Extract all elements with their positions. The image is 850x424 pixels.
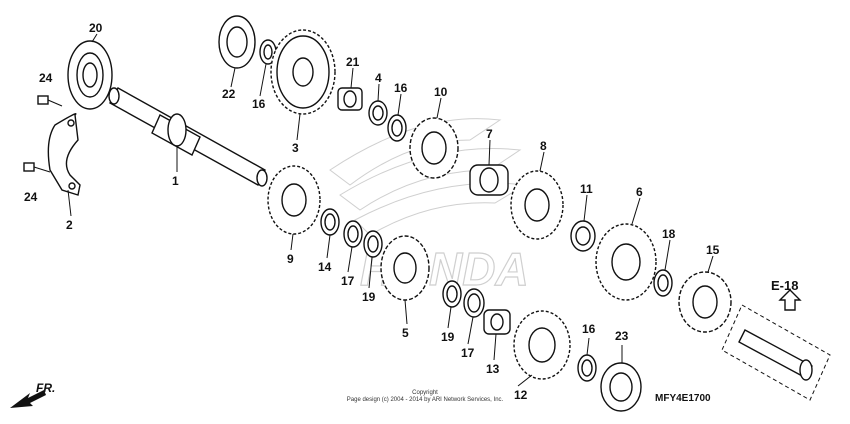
callout-17-lower[interactable]: 17 (461, 346, 475, 360)
leader-lines (67, 33, 714, 387)
callout-14[interactable]: 14 (318, 260, 332, 274)
collar-4[interactable] (368, 100, 388, 126)
bearing-22[interactable] (218, 15, 256, 69)
callout-12[interactable]: 12 (514, 388, 528, 402)
callout-1[interactable]: 1 (172, 174, 179, 188)
up-arrow-icon (778, 289, 802, 311)
bolt-24-upper[interactable] (37, 95, 63, 107)
front-direction-arrow (10, 390, 46, 408)
callout-16-mid[interactable]: 16 (394, 81, 408, 95)
callout-2[interactable]: 2 (66, 218, 73, 232)
callout-10[interactable]: 10 (434, 85, 448, 99)
callout-19-upper[interactable]: 19 (362, 290, 376, 304)
reference-e18[interactable]: E-18 (771, 278, 798, 293)
washer-19-lower[interactable] (442, 280, 462, 308)
bearing-21[interactable] (337, 87, 363, 111)
washer-16-mid[interactable] (387, 114, 407, 142)
bearing-20[interactable] (67, 40, 113, 110)
callout-23[interactable]: 23 (615, 329, 629, 343)
callout-20[interactable]: 20 (89, 21, 103, 35)
callout-labels: 20 22 16 3 21 4 16 10 7 8 11 6 18 15 24 … (24, 21, 720, 402)
gear-6[interactable] (595, 223, 657, 301)
gear-15[interactable] (678, 271, 732, 333)
callout-8[interactable]: 8 (540, 139, 547, 153)
bearing-7[interactable] (469, 164, 509, 196)
bearing-23[interactable] (600, 362, 642, 412)
gear-12[interactable] (513, 310, 571, 380)
callout-9[interactable]: 9 (287, 252, 294, 266)
e18-reference-box[interactable] (721, 289, 831, 401)
gear-3[interactable] (270, 29, 336, 115)
callout-24-upper[interactable]: 24 (39, 71, 53, 85)
callout-21[interactable]: 21 (346, 55, 360, 69)
gear-5[interactable] (380, 235, 430, 301)
bolt-24-lower[interactable] (23, 162, 51, 173)
gear-10[interactable] (409, 117, 459, 179)
callout-15[interactable]: 15 (706, 243, 720, 257)
bracket-2[interactable] (47, 113, 81, 196)
washer-16-top[interactable] (259, 39, 277, 65)
diagram-code: MFY4E1700 (655, 393, 711, 404)
mainshaft-1[interactable] (108, 87, 268, 187)
arrow-left-icon (10, 390, 46, 408)
washer-14[interactable] (320, 208, 340, 236)
callout-22[interactable]: 22 (222, 87, 236, 101)
washer-17-lower[interactable] (463, 288, 485, 318)
gear-9[interactable] (267, 165, 321, 235)
callout-5[interactable]: 5 (402, 326, 409, 340)
front-label: FR. (36, 381, 55, 395)
callout-4[interactable]: 4 (375, 71, 382, 85)
callout-3[interactable]: 3 (292, 141, 299, 155)
washer-16-lower[interactable] (577, 354, 597, 382)
copyright-title: Copyright (412, 390, 438, 396)
bearing-13[interactable] (483, 309, 511, 335)
callout-17-upper[interactable]: 17 (341, 274, 355, 288)
callout-13[interactable]: 13 (486, 362, 500, 376)
washer-19-upper[interactable] (363, 230, 383, 258)
callout-16-top[interactable]: 16 (252, 97, 266, 111)
callout-19-lower[interactable]: 19 (441, 330, 455, 344)
collar-11[interactable] (570, 220, 596, 252)
callout-18[interactable]: 18 (662, 227, 676, 241)
callout-16-lower[interactable]: 16 (582, 322, 596, 336)
gear-8[interactable] (510, 170, 564, 240)
copyright-text: Page design (c) 2004 - 2014 by ARI Netwo… (347, 397, 504, 403)
callout-11[interactable]: 11 (580, 182, 593, 196)
washer-18[interactable] (653, 269, 673, 297)
washer-17-upper[interactable] (343, 220, 363, 248)
callout-24-lower[interactable]: 24 (24, 190, 38, 204)
callout-6[interactable]: 6 (636, 185, 643, 199)
callout-7[interactable]: 7 (486, 127, 493, 141)
